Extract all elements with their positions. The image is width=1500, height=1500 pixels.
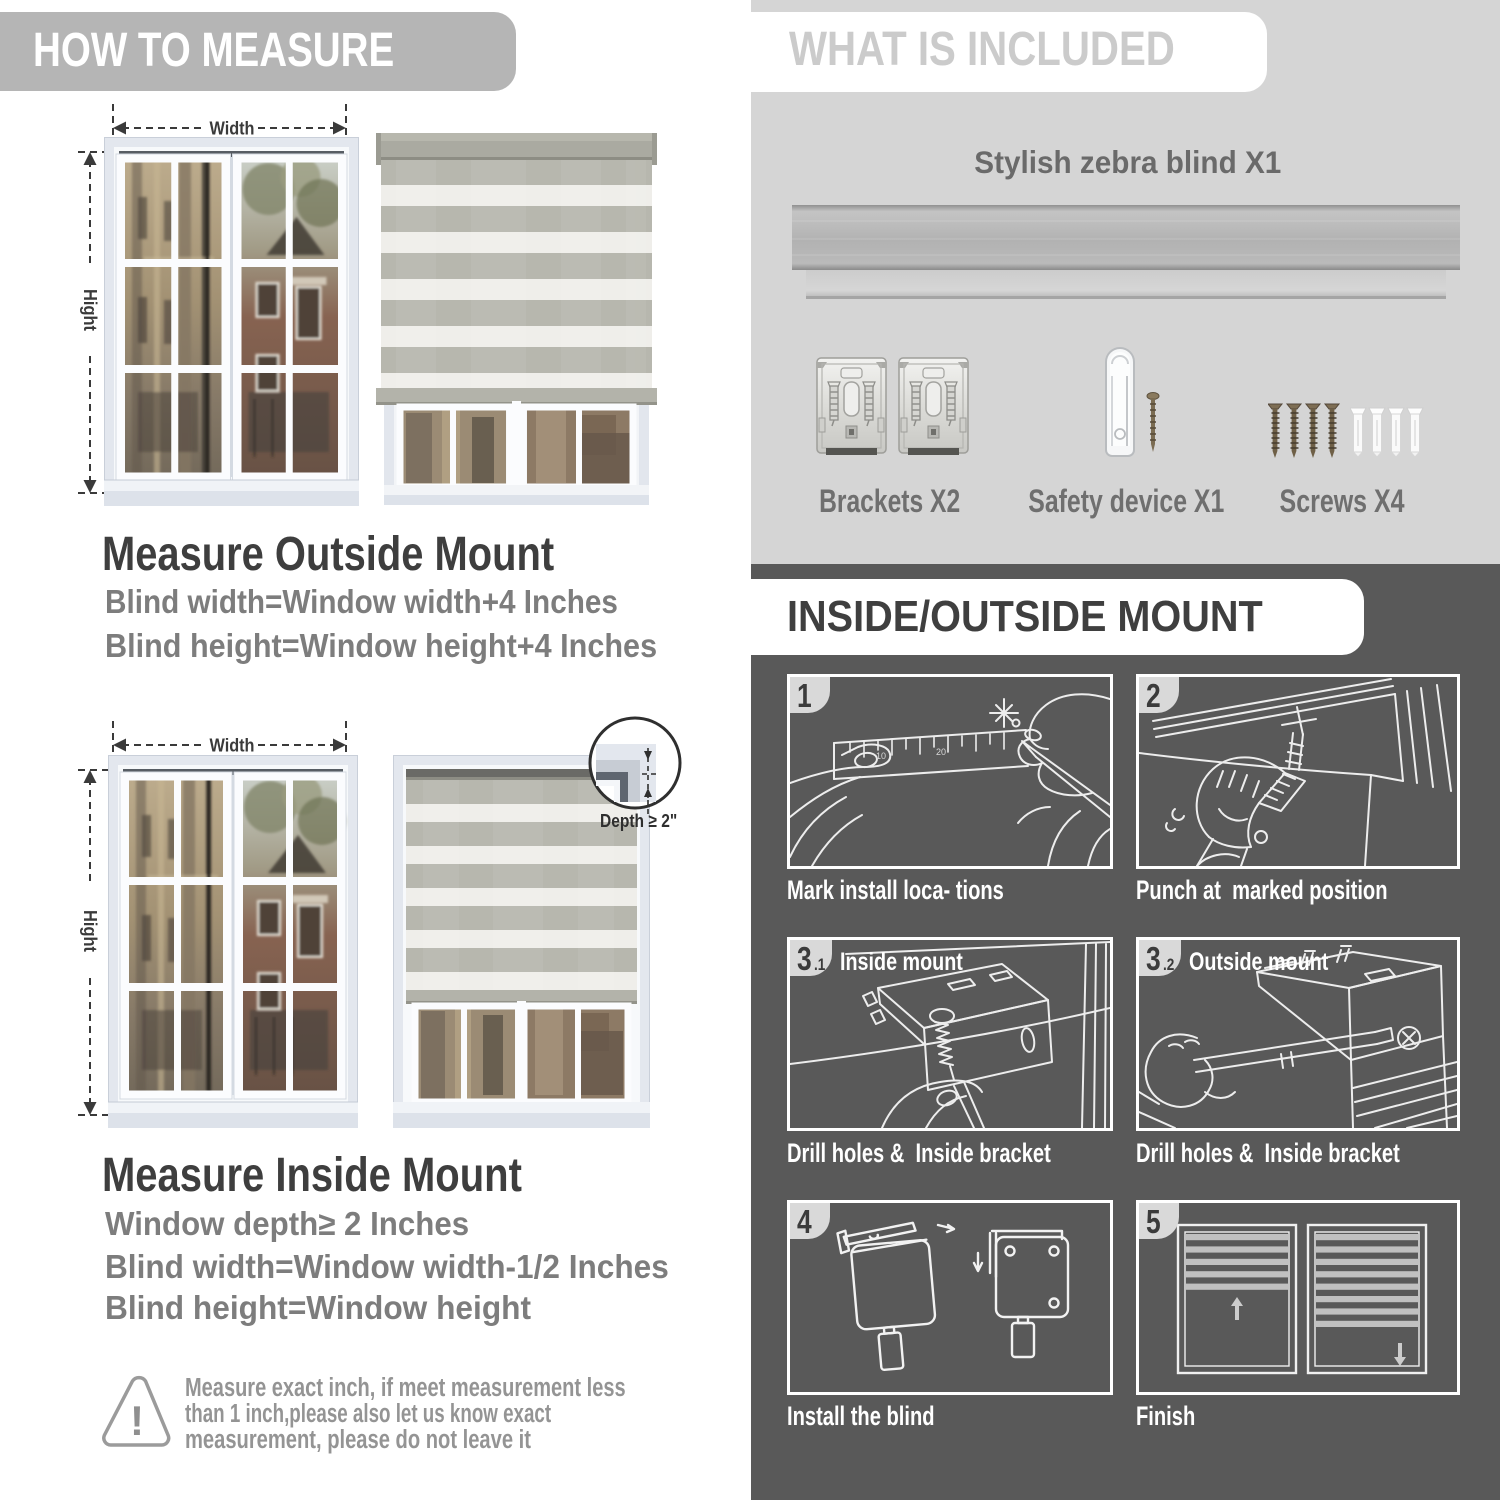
svg-text:20: 20 (936, 747, 946, 757)
svg-text:Hight: Hight (80, 910, 100, 952)
svg-text:Width: Width (210, 736, 255, 756)
svg-text:10: 10 (876, 751, 886, 761)
svg-text:Hight: Hight (80, 289, 100, 331)
svg-text:!: ! (130, 1397, 144, 1444)
svg-text:Width: Width (210, 119, 255, 139)
